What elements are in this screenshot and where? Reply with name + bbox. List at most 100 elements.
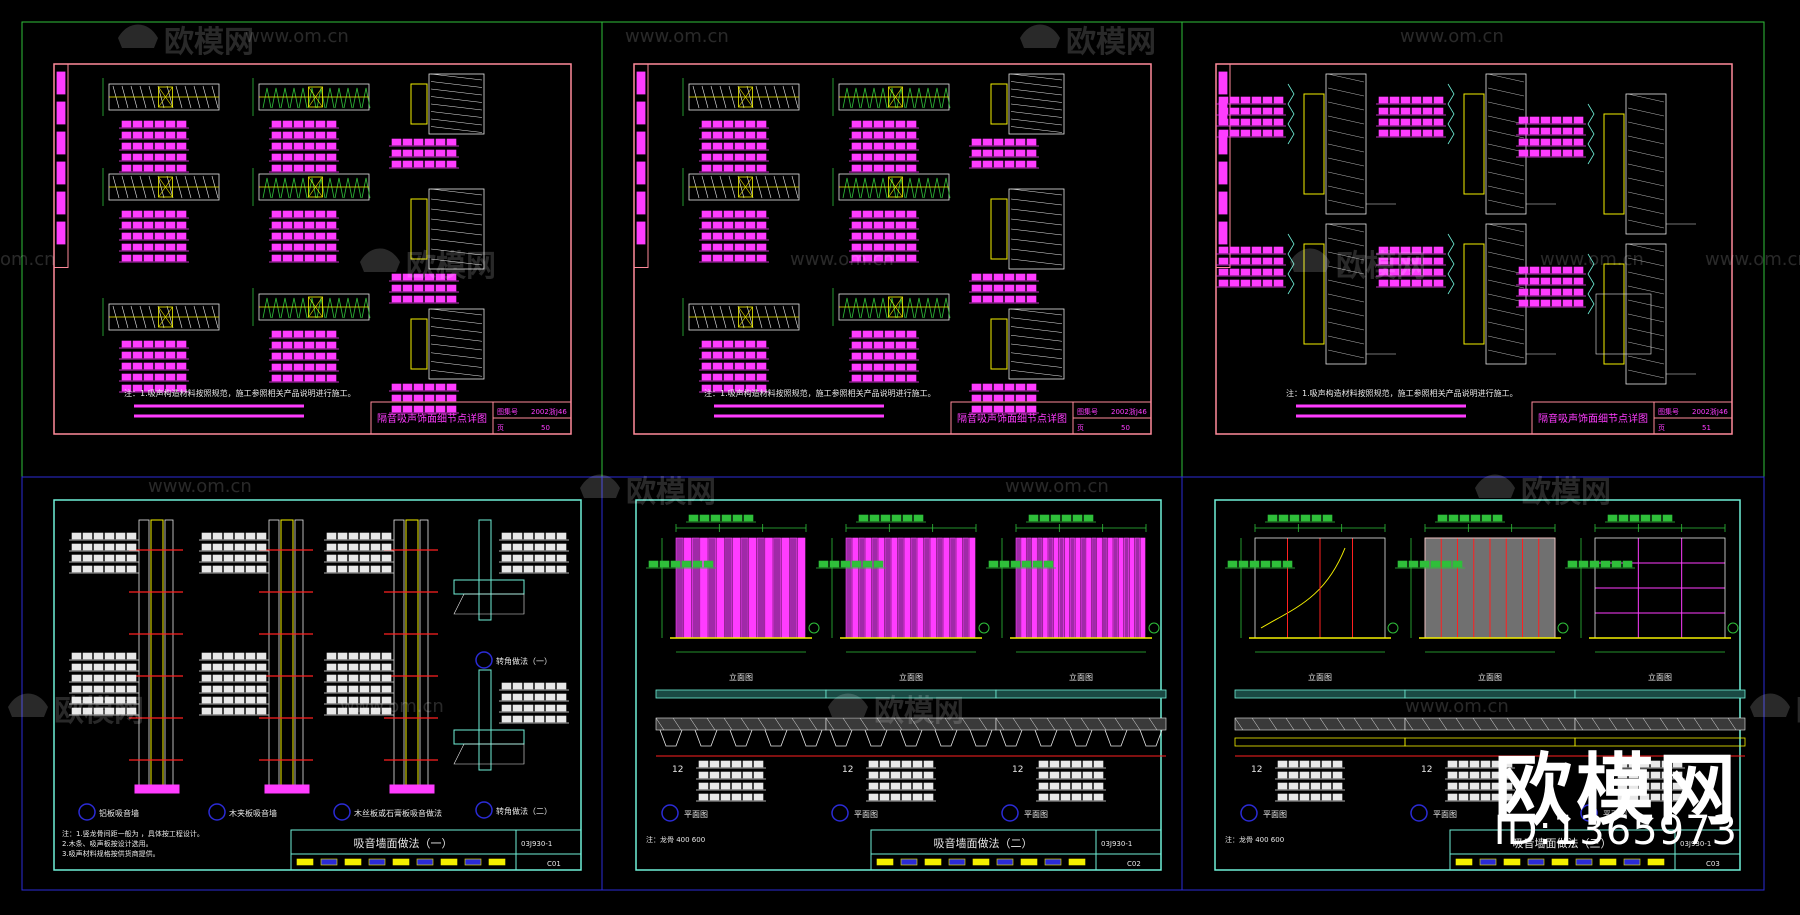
index-cell bbox=[636, 221, 646, 245]
label-glyph bbox=[121, 384, 132, 392]
label-glyph bbox=[165, 210, 176, 218]
label-glyph bbox=[1378, 96, 1389, 104]
label-glyph bbox=[435, 405, 446, 413]
label-glyph bbox=[1277, 760, 1288, 768]
label-glyph bbox=[271, 254, 282, 262]
label-glyph bbox=[1662, 514, 1673, 522]
label-glyph bbox=[912, 782, 923, 790]
label-glyph bbox=[271, 352, 282, 360]
label-glyph bbox=[446, 149, 457, 157]
label-glyph bbox=[873, 164, 884, 172]
label-glyph bbox=[126, 554, 137, 562]
label-glyph bbox=[1004, 160, 1015, 168]
stud-zigzag bbox=[905, 87, 915, 109]
index-cell bbox=[636, 191, 646, 215]
label-glyph bbox=[1562, 299, 1573, 307]
wall-hatch bbox=[1487, 101, 1525, 111]
label-glyph bbox=[720, 771, 731, 779]
sign-cell bbox=[996, 858, 1014, 866]
wall-hatch bbox=[1327, 185, 1365, 195]
label-glyph bbox=[1540, 299, 1551, 307]
label-glyph bbox=[734, 131, 745, 139]
sign-cell bbox=[1068, 858, 1086, 866]
plan-hatch bbox=[808, 717, 818, 731]
label-glyph bbox=[873, 330, 884, 338]
label-glyph bbox=[282, 142, 293, 150]
label-glyph bbox=[348, 685, 359, 693]
label-glyph bbox=[993, 160, 1004, 168]
label-glyph bbox=[1452, 560, 1463, 568]
label-glyph bbox=[282, 341, 293, 349]
corner-trim bbox=[990, 83, 1008, 125]
wall-hatch bbox=[1327, 293, 1365, 303]
label-glyph bbox=[1378, 129, 1389, 137]
label-glyph bbox=[1447, 782, 1458, 790]
label-glyph bbox=[895, 164, 906, 172]
stud-zigzag bbox=[334, 87, 344, 109]
wall-hatch bbox=[430, 238, 483, 246]
label-glyph bbox=[1273, 107, 1284, 115]
plan-hatch bbox=[1642, 717, 1652, 731]
label-glyph bbox=[424, 149, 435, 157]
label-glyph bbox=[212, 663, 223, 671]
label-glyph bbox=[446, 160, 457, 168]
label-glyph bbox=[731, 793, 742, 801]
label-glyph bbox=[304, 341, 315, 349]
label-glyph bbox=[701, 120, 712, 128]
label-glyph bbox=[132, 254, 143, 262]
label-glyph bbox=[1251, 118, 1262, 126]
stripe-bar bbox=[878, 537, 885, 639]
label-glyph bbox=[1093, 760, 1104, 768]
stripe-bar bbox=[956, 537, 963, 639]
page-number: 50 bbox=[1121, 424, 1130, 432]
plan-dimension-value: 12 bbox=[842, 765, 853, 775]
batten-cross bbox=[308, 86, 323, 108]
label-glyph bbox=[359, 674, 370, 682]
label-glyph bbox=[304, 153, 315, 161]
wall-hatch bbox=[1487, 307, 1525, 317]
plan-dimension-value: 12 bbox=[1591, 765, 1602, 775]
label-glyph bbox=[534, 565, 545, 573]
label-glyph bbox=[154, 373, 165, 381]
label-glyph bbox=[734, 362, 745, 370]
label-glyph bbox=[282, 254, 293, 262]
insulation-zigzag bbox=[1587, 253, 1595, 315]
label-glyph bbox=[756, 153, 767, 161]
base-plate bbox=[264, 784, 310, 794]
label-glyph bbox=[858, 514, 869, 522]
stud-profile bbox=[999, 729, 1023, 747]
label-glyph bbox=[315, 254, 326, 262]
stud-column bbox=[164, 519, 174, 791]
wall-hatch bbox=[1010, 317, 1063, 324]
label-glyph bbox=[1573, 127, 1584, 135]
label-glyph bbox=[82, 696, 93, 704]
label-glyph bbox=[1617, 793, 1628, 801]
label-glyph bbox=[115, 652, 126, 660]
label-glyph bbox=[1240, 246, 1251, 254]
wall-hatch bbox=[1327, 335, 1365, 345]
label-glyph bbox=[1459, 514, 1470, 522]
label-glyph bbox=[723, 373, 734, 381]
label-glyph bbox=[756, 120, 767, 128]
wall-hatch bbox=[430, 111, 483, 118]
label-glyph bbox=[1422, 129, 1433, 137]
label-glyph bbox=[413, 138, 424, 146]
label-glyph bbox=[1015, 160, 1026, 168]
label-glyph bbox=[359, 663, 370, 671]
label-glyph bbox=[1378, 118, 1389, 126]
label-glyph bbox=[901, 793, 912, 801]
label-glyph bbox=[734, 120, 745, 128]
label-glyph bbox=[201, 532, 212, 540]
wall-hatch bbox=[1327, 265, 1365, 275]
watermark-sofa-icon bbox=[1750, 693, 1790, 717]
detail-marker bbox=[1001, 804, 1019, 822]
watermark-sofa-icon bbox=[8, 693, 48, 717]
label-glyph bbox=[402, 295, 413, 303]
label-glyph bbox=[873, 363, 884, 371]
label-glyph bbox=[165, 232, 176, 240]
label-glyph bbox=[734, 142, 745, 150]
label-glyph bbox=[1071, 793, 1082, 801]
label-glyph bbox=[337, 652, 348, 660]
label-glyph bbox=[201, 663, 212, 671]
label-glyph bbox=[523, 543, 534, 551]
